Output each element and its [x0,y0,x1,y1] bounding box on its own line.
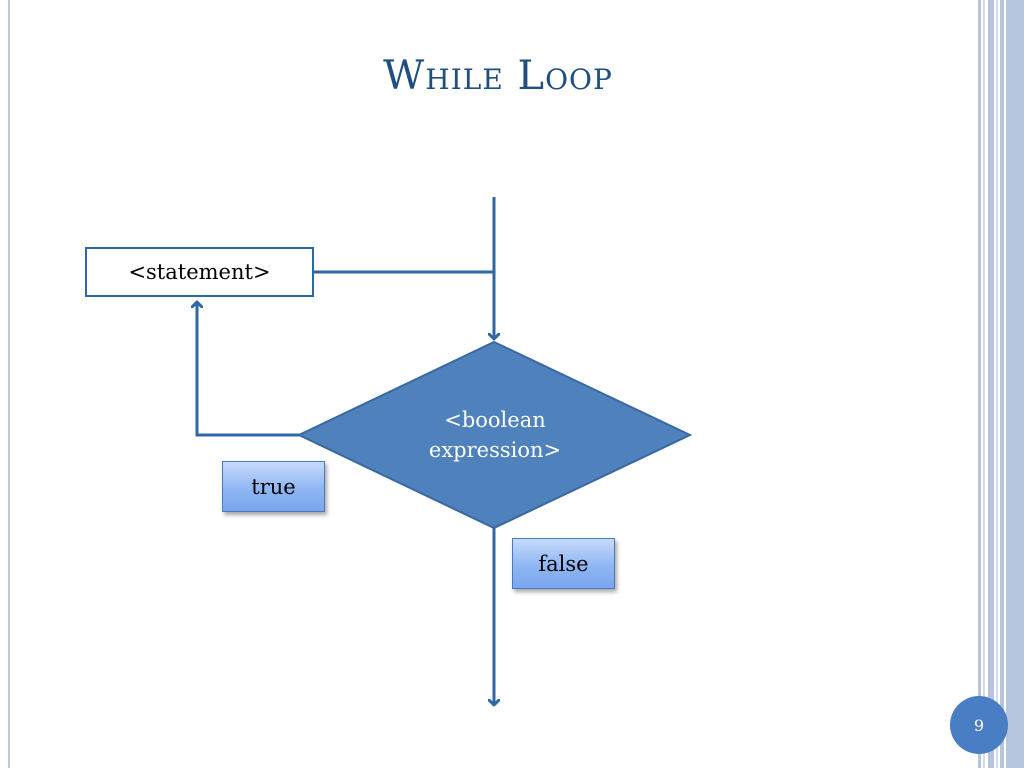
condition-text: <boolean expression> [380,405,610,465]
right-border-stripe [1000,0,1004,768]
true-branch-arrow [197,302,301,437]
true-label: true [251,474,296,499]
true-label-box: true [222,461,325,512]
right-border-stripe [988,0,994,768]
statement-label: <statement> [128,260,271,284]
page-number-badge: 9 [950,696,1008,754]
right-border-stripe [978,0,981,768]
right-border-stripe [1006,0,1024,768]
condition-line-1: <boolean [444,408,546,432]
decision-diamond [296,340,693,530]
slide-title: While Loop [383,53,613,99]
right-border-stripe [996,0,998,768]
false-label-box: false [512,538,615,589]
right-border-stripe [983,0,985,768]
left-border-rule [8,0,10,768]
condition-line-2: expression> [428,438,562,462]
statement-box: <statement> [85,247,314,297]
page-number: 9 [973,715,985,735]
false-label: false [538,551,589,576]
